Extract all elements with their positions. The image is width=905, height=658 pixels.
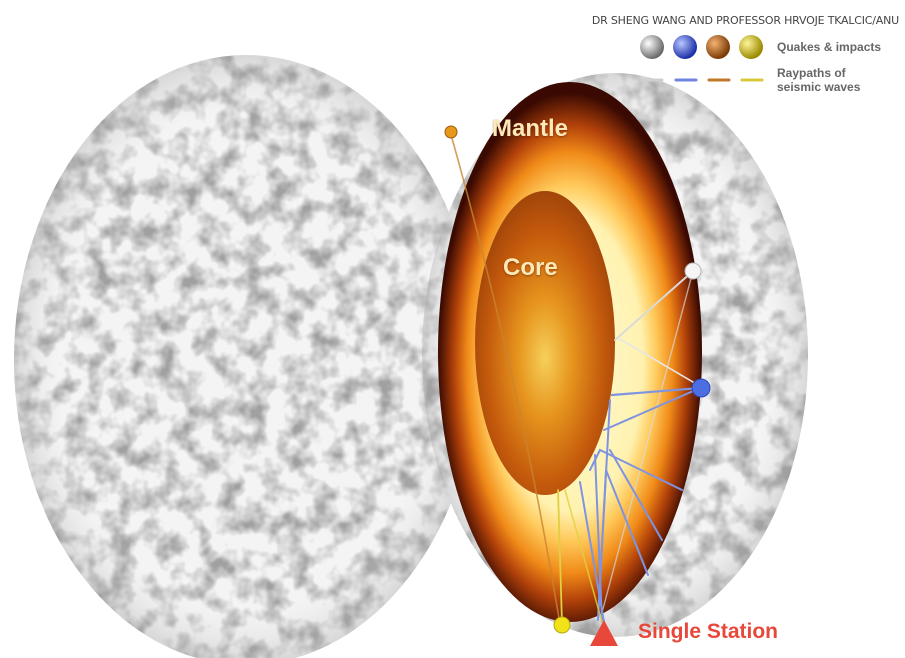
raypath-yellow xyxy=(557,489,563,625)
raypath-blue-8 xyxy=(609,449,663,541)
legend-quakes xyxy=(640,35,763,59)
legend-ball-gray xyxy=(640,35,664,59)
raypath-gray-3 xyxy=(617,337,699,386)
quake-marker-white xyxy=(684,262,702,280)
raypath-blue-2 xyxy=(603,387,701,431)
quake-marker-orange xyxy=(444,125,458,139)
quake-marker-blue xyxy=(691,378,711,398)
legend-ball-blue xyxy=(673,35,697,59)
raypath-blue-5 xyxy=(594,454,603,623)
raypath-yellow-2 xyxy=(564,489,603,623)
raypath-gray xyxy=(614,270,694,341)
raypath-blue-3 xyxy=(589,448,683,491)
raypath-gray-2 xyxy=(599,270,694,621)
raypath-orange xyxy=(449,130,561,625)
legend-raypaths-label-line2: seismic waves xyxy=(777,80,861,94)
legend-quakes-label: Quakes & impacts xyxy=(777,40,882,54)
quake-marker-yellow xyxy=(553,616,571,634)
image-credit: DR SHENG WANG AND PROFESSOR HRVOJE TKALC… xyxy=(591,14,899,27)
core-label: Core xyxy=(503,254,558,281)
seismic-station-triangle-large xyxy=(590,620,618,646)
seismic-raypaths xyxy=(449,130,702,625)
mantle-label: Mantle xyxy=(492,115,569,142)
raypath-blue-1 xyxy=(610,386,702,397)
raypath-blue-7 xyxy=(597,469,649,621)
core-cross-section xyxy=(475,191,615,495)
single-station-label: Single Station xyxy=(638,620,779,643)
legend-raypaths-label-line1: Raypaths of xyxy=(777,66,846,80)
left-hemisphere xyxy=(14,55,478,658)
legend-ball-orange xyxy=(706,35,730,59)
legend-ball-yellow xyxy=(739,35,763,59)
